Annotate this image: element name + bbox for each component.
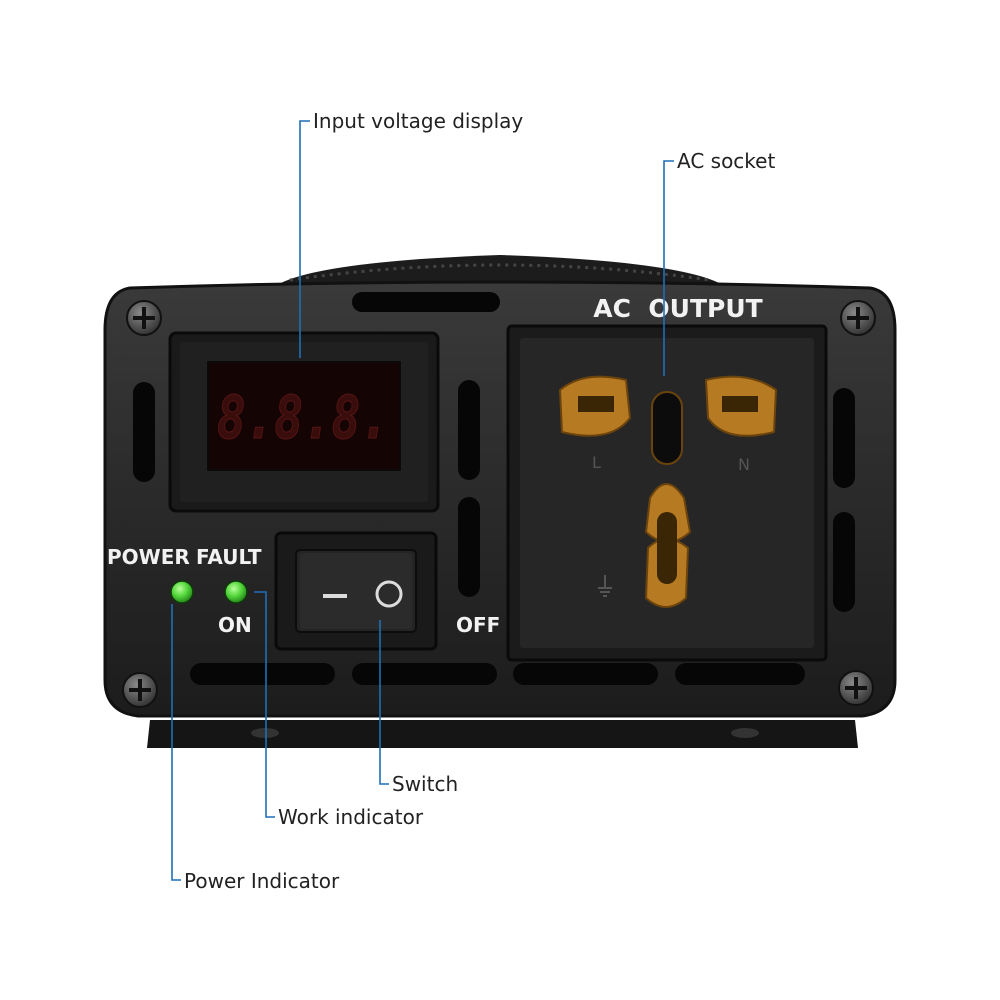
screw-bottom-right (838, 670, 874, 706)
screw-top-right (840, 300, 876, 336)
screw-top-left (126, 300, 162, 336)
socket-live-mark: L (592, 453, 601, 472)
power-indicator-led (170, 580, 194, 604)
display-digits: 8.8.8. (217, 383, 389, 453)
leader-work-indicator (254, 591, 275, 818)
work-indicator-led (224, 580, 248, 604)
ac-socket: L N (506, 324, 828, 662)
callout-power-indicator: Power Indicator (184, 869, 340, 893)
rocker-switch[interactable] (274, 531, 438, 651)
ac-output-label: AC OUTPUT (593, 294, 762, 323)
leader-input-voltage-display (299, 120, 310, 358)
callout-ac-socket: AC socket (677, 149, 775, 173)
callout-work-indicator: Work indicator (278, 805, 424, 829)
power-label: POWER (107, 545, 190, 569)
voltage-display: 8.8.8. (168, 331, 440, 513)
callout-switch: Switch (392, 772, 458, 796)
mounting-bracket (147, 720, 858, 748)
leader-lines (171, 120, 674, 881)
socket-neutral-mark: N (738, 455, 750, 474)
screw-bottom-left (122, 672, 158, 708)
leader-switch (379, 620, 389, 785)
on-label: ON (218, 613, 252, 637)
leader-power-indicator (171, 604, 181, 881)
ventilation-slots (133, 292, 855, 685)
fault-label: FAULT (196, 545, 262, 569)
callout-input-voltage-display: Input voltage display (313, 109, 523, 133)
socket-ground-icon (598, 575, 612, 597)
off-label: OFF (456, 613, 500, 637)
leader-ac-socket (663, 160, 674, 376)
switch-off-mark (375, 580, 403, 608)
